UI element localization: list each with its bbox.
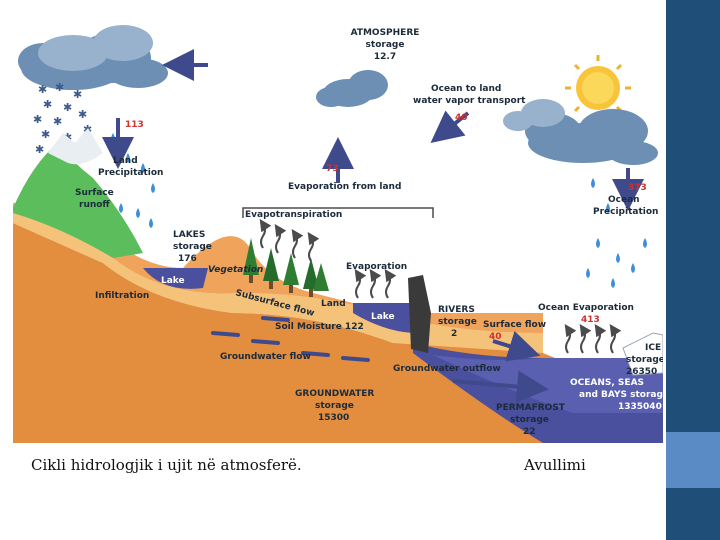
- lakes-storage-label: storage: [173, 242, 212, 252]
- ocean-evaporation-label: Ocean Evaporation: [538, 303, 634, 313]
- oceans-value: 1335040: [618, 402, 662, 412]
- lake-label: Lake: [161, 276, 185, 286]
- ocean-precipitation-line2: Precipitation: [593, 207, 658, 217]
- ice-storage-value: 26350: [626, 367, 657, 377]
- permafrost-storage-value: 22: [523, 427, 536, 437]
- groundwater-title: GROUNDWATER: [295, 389, 374, 399]
- evaporation-arrows: [259, 219, 622, 354]
- surface-flow-value: 40: [489, 332, 502, 342]
- svg-text:✱: ✱: [63, 101, 72, 114]
- permafrost-storage-label: storage: [510, 415, 549, 425]
- atmosphere-title: ATMOSPHERE: [351, 28, 420, 38]
- surface-runoff-line1: Surface: [75, 188, 114, 198]
- evapotranspiration-label: Evapotranspiration: [245, 210, 342, 220]
- arrow-surface-flow: [492, 330, 541, 362]
- groundwater-flow-label: Groundwater flow: [220, 352, 311, 362]
- cloud-icon: [316, 70, 388, 107]
- lakes-storage-value: 176: [178, 254, 197, 264]
- svg-text:✱: ✱: [43, 98, 52, 111]
- vegetation-label: Vegetation: [208, 265, 263, 275]
- lake-large: [143, 268, 208, 289]
- caption-left: Cikli hidrologjik i ujit në atmosferë.: [31, 456, 302, 474]
- permafrost-title: PERMAFROST: [496, 403, 566, 413]
- land-precipitation-line1: Land: [113, 156, 138, 166]
- cloud-icon: [503, 99, 565, 131]
- ocean-evaporation-value: 413: [581, 315, 600, 325]
- land-label: Land: [321, 299, 346, 309]
- right-bar-accent: [666, 432, 720, 488]
- rock-wall: [408, 275, 431, 353]
- surface-runoff-line2: runoff: [79, 200, 110, 210]
- evapotranspiration-bracket: [242, 207, 434, 218]
- mountain-snow: [48, 128, 103, 165]
- ocean-to-land-line1: Ocean to land: [431, 84, 501, 94]
- water-cycle-diagram: ✱✱✱✱ ✱✱✱✱ ✱✱✱✱: [13, 13, 663, 443]
- land-precipitation-value: 113: [125, 120, 144, 130]
- ocean-precipitation-line1: Ocean: [608, 195, 640, 205]
- soil-moisture-label: Soil Moisture 122: [275, 322, 364, 332]
- evaporation-from-land-value: 73: [326, 164, 339, 174]
- svg-text:✱: ✱: [73, 88, 82, 101]
- arrow-ocean-to-land-vapor: [430, 110, 470, 143]
- arrow-groundwater-outflow: [452, 370, 549, 403]
- caption-right: Avullimi: [524, 456, 586, 474]
- groundwater-storage-value: 15300: [318, 413, 349, 423]
- ocean-to-land-line2: water vapor transport: [413, 96, 526, 106]
- atmosphere-storage-value: 12.7: [374, 52, 396, 62]
- svg-text:✱: ✱: [38, 83, 47, 96]
- ice-storage-label: storage: [626, 355, 663, 365]
- cloud-icon: [38, 25, 153, 71]
- evaporation-label: Evaporation: [346, 262, 407, 272]
- svg-text:✱: ✱: [41, 128, 50, 141]
- hill-green: [13, 143, 143, 258]
- trees: [243, 238, 329, 297]
- groundwater-layer: [13, 223, 543, 443]
- svg-text:✱: ✱: [55, 81, 64, 94]
- svg-text:✱: ✱: [53, 115, 62, 128]
- cloud-icon: [525, 109, 658, 165]
- rivers-storage-label: storage: [438, 317, 477, 327]
- atmosphere-storage-label: storage: [366, 40, 405, 50]
- evaporation-from-land-label: Evaporation from land: [288, 182, 401, 192]
- rivers-storage-value: 2: [451, 329, 457, 339]
- ocean-to-land-value: 40: [455, 113, 468, 123]
- ice-title: ICE: [645, 343, 661, 353]
- sun-icon: [565, 55, 631, 121]
- surface-flow-label: Surface flow: [483, 320, 546, 330]
- oceans-line2: and BAYS storage: [579, 390, 663, 400]
- svg-text:✱: ✱: [78, 108, 87, 121]
- flow-arrows: [102, 49, 644, 403]
- oceans-line1: OCEANS, SEAS: [570, 378, 644, 388]
- lake-small-label: Lake: [371, 312, 395, 322]
- infiltration-label: Infiltration: [95, 291, 149, 301]
- groundwater-streaks: [211, 316, 370, 362]
- svg-text:✱: ✱: [33, 113, 42, 126]
- lake-small: [353, 303, 413, 333]
- svg-text:✱: ✱: [35, 143, 44, 156]
- ice-block: [622, 332, 663, 376]
- groundwater-storage-label: storage: [315, 401, 354, 411]
- rivers-title: RIVERS: [438, 305, 475, 315]
- lakes-title: LAKES: [173, 230, 205, 240]
- ocean-precipitation-value: 373: [628, 183, 647, 193]
- land-precipitation-line2: Precipitation: [98, 168, 163, 178]
- groundwater-outflow-label: Groundwater outflow: [393, 364, 501, 374]
